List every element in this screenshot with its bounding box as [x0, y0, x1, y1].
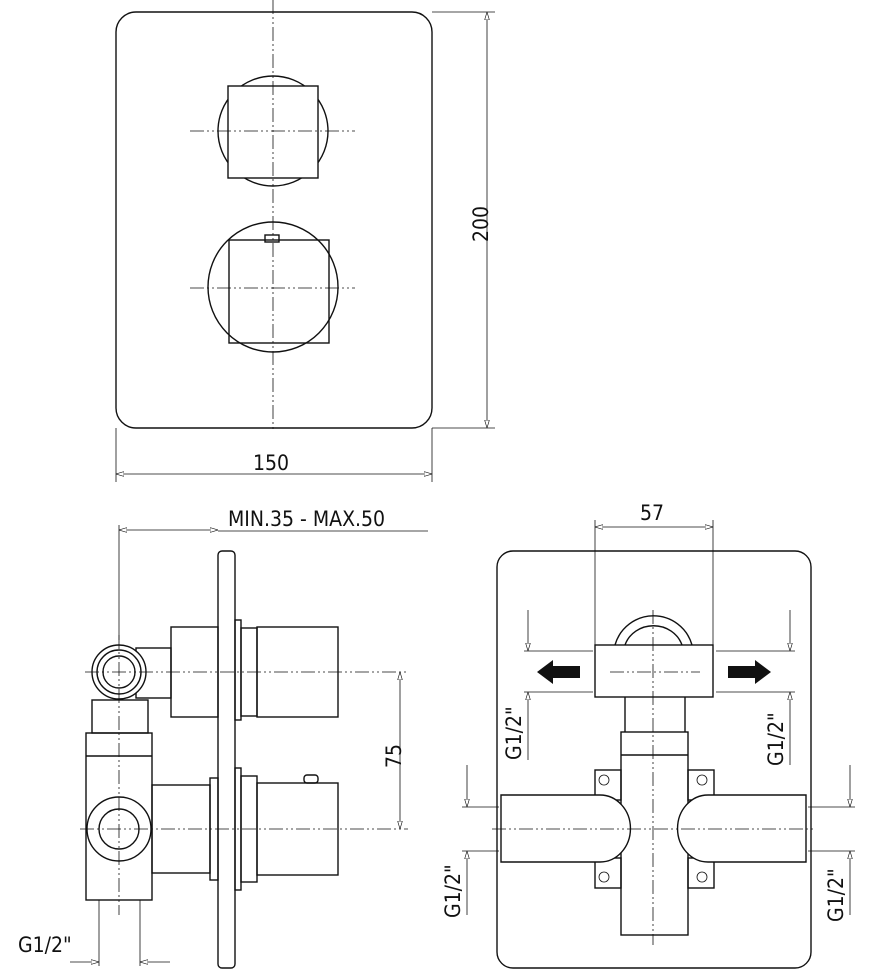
valve-body-rear: [620, 731, 689, 936]
right-inlet-pipe: [676, 794, 807, 863]
left-inlet-pipe: [500, 794, 632, 863]
spacing-dimension: 75: [382, 744, 406, 768]
depth-dimension: MIN.35 - MAX.50: [228, 507, 385, 531]
inlet-left-dimension: G1/2": [441, 864, 465, 918]
rear-plate: [496, 550, 812, 969]
front-view: 200 150: [115, 0, 495, 482]
arrow-left-icon: [537, 660, 580, 684]
inlet-right-dimension: G1/2": [824, 868, 848, 922]
indicator-tab: [264, 234, 280, 243]
thermostat-handle: [228, 239, 330, 344]
outlet-left-dimension: G1/2": [502, 706, 526, 760]
width-57-dimension: 57: [640, 501, 664, 525]
width-dimension: 150: [253, 451, 289, 475]
inlet-dimension: G1/2": [18, 933, 72, 957]
height-dimension: 200: [469, 206, 493, 242]
cover-plate: [115, 11, 433, 429]
arrow-right-icon: [728, 660, 771, 684]
rear-view: 57 G1/2" G1/2" G1/2" G1/2": [441, 501, 855, 969]
thermostat-knob-side: [256, 782, 339, 876]
outlet-right-dimension: G1/2": [764, 712, 788, 766]
side-view: MIN.35 - MAX.50 75 G1/2": [18, 507, 428, 969]
plate-side: [217, 550, 236, 969]
outlet-block: [594, 644, 714, 698]
